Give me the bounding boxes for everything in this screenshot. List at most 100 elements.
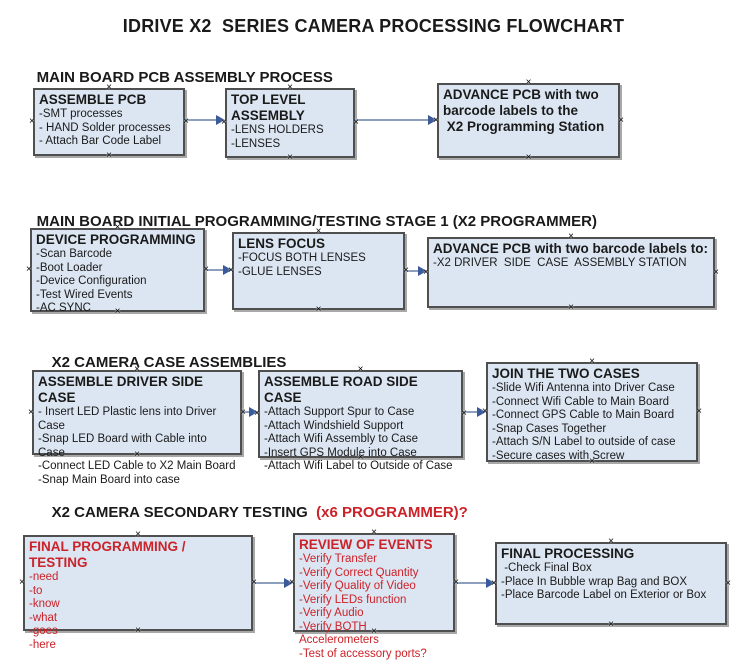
box-lines: -Check Final Box-Place In Bubble wrap Ba… [501,562,721,603]
box-title: ADVANCE PCB with two barcode labels to: [433,241,709,256]
box-line: -Place Barcode Label on Exterior or Box [501,589,707,601]
flow-box-assemble-road-side-case: ASSEMBLE ROAD SIDE CASE -Attach Support … [254,365,467,473]
box-line: -LENS HOLDERS [231,124,324,136]
flow-box-final-processing: FINAL PROCESSING -Check Final Box-Place … [491,537,731,630]
box-line: -Slide Wifi Antenna into Driver Case [492,382,675,394]
box-line: - HAND Solder processes [39,121,171,134]
box-line: -Attach Wifi Label to Outside of Case [264,460,453,472]
box-line: -here [29,638,56,651]
box-line: -Verify Correct Quantity [299,566,419,579]
box-line: -Snap Cases Together [492,422,607,435]
flow-box-join-the-two-cases: JOIN THE TWO CASES -Slide Wifi Antenna i… [482,357,702,467]
box-title: ASSEMBLE PCB [39,92,147,107]
box-line: -Connect GPS Cable to Main Board [492,409,675,421]
box-title: JOIN THE TWO CASES [492,366,640,381]
box-line: -Attach Windshield Support [264,419,404,432]
arrow-shaft [253,582,288,584]
box-line: -what [29,611,58,624]
section-header-case-assemblies: X2 CAMERA CASE ASSEMBLIES [35,337,287,388]
flow-arrow [455,578,495,588]
arrow-shaft [242,411,253,413]
connection-point-icon: × [26,264,32,275]
box-title: ASSEMBLE ROAD SIDE CASE [264,374,422,405]
box-lines: -FOCUS BOTH LENSES-GLUE LENSES [238,252,399,279]
section-header-initial-programming: MAIN BOARD INITIAL PROGRAMMING/TESTING S… [20,196,597,247]
flow-box-review-of-events: REVIEW OF EVENTS -Verify Transfer-Verify… [289,528,459,660]
box-line: -Verify Transfer [299,553,377,565]
arrow-shaft [455,582,490,584]
box-line: -Attach Support Spur to Case [264,406,415,418]
box-line: -Verify Audio [299,607,364,619]
box-title: ASSEMBLE DRIVER SIDE CASE [38,374,207,405]
connection-point-icon: × [618,114,624,126]
flow-box-final-programming-testing: FINAL PROGRAMMING / TESTING -need-to-kno… [19,530,257,651]
section-header-secondary-testing: X2 CAMERA SECONDARY TESTING (x6 PROGRAMM… [35,487,468,538]
box-lines: -Verify Transfer-Verify Correct Quantity… [299,553,449,661]
flow-arrow [205,265,232,275]
box-title: ADVANCE PCB with two barcode labels to t… [443,87,605,134]
box-lines: -Scan Barcode-Boot Loader-Device Configu… [36,248,199,316]
flow-arrow [242,407,258,417]
connection-point-icon: × [29,116,35,127]
flow-box-device-programming: DEVICE PROGRAMMING -Scan Barcode-Boot Lo… [26,223,209,317]
box-title: FINAL PROCESSING [501,546,635,561]
box-line: -Test of accessory ports? [299,647,427,660]
box-line: -LENSES [231,137,281,150]
box-line: -Attach S/N Label to outside of case [492,436,676,448]
arrow-shaft [185,119,220,121]
connection-point-icon: × [525,152,532,163]
flow-box-top-level-assembly: TOP LEVEL ASSEMBLY -LENS HOLDERS-LENSES … [221,83,359,163]
section-header-label: X2 CAMERA SECONDARY TESTING [51,504,312,521]
flow-arrow [405,266,427,276]
box-line: -Connect LED Cable to X2 Main Board [38,460,236,472]
section-header-pcb-assembly: MAIN BOARD PCB ASSEMBLY PROCESS [20,52,333,103]
connection-point-icon: × [28,406,34,418]
arrow-shaft [463,411,481,413]
box-line: -FOCUS BOTH LENSES [238,252,366,264]
box-lines: -Attach Support Spur to Case-Attach Wind… [264,406,457,474]
section-header-label: MAIN BOARD INITIAL PROGRAMMING/TESTING S… [36,213,597,230]
arrow-head-icon [428,115,437,125]
flow-box-advance-pcb-driver-side-station: ADVANCE PCB with two barcode labels to: … [423,232,719,313]
box-line: -to [29,584,43,597]
box-line: - Attach Bar Code Label [39,135,162,147]
arrow-head-icon [418,266,427,276]
connection-point-icon: × [608,619,614,630]
flowchart-title: IDRIVE X2 SERIES CAMERA PROCESSING FLOWC… [122,16,625,36]
section-header-label: X2 CAMERA CASE ASSEMBLIES [51,354,287,371]
box-line: -GLUE LENSES [238,265,322,278]
flow-arrow [355,115,437,125]
connection-point-icon: × [106,150,112,161]
box-line: -Connect Wifi Cable to Main Board [492,395,670,408]
box-line: -Verify Quality of Video [299,580,416,592]
arrow-head-icon [477,407,486,417]
connection-point-icon: × [315,304,322,315]
box-line: -Verify BOTH Accelerometers [299,620,379,647]
box-line: -Verify LEDs function [299,593,407,606]
flow-box-assemble-pcb: ASSEMBLE PCB -SMT processes- HAND Solder… [29,83,189,161]
flow-box-lens-focus: LENS FOCUS -FOCUS BOTH LENSES-GLUE LENSE… [228,227,409,315]
flow-box-advance-pcb-programming-station: ADVANCE PCB with two barcode labels to t… [433,78,624,163]
flow-box-assemble-driver-side-case: ASSEMBLE DRIVER SIDE CASE - Insert LED P… [28,365,246,486]
section-header-label-red: (x6 PROGRAMMER)? [311,504,468,521]
arrow-shaft [205,269,227,271]
arrow-head-icon [223,265,232,275]
box-title: DEVICE PROGRAMMING [36,232,196,247]
box-line: -know [29,598,60,610]
connection-point-icon: × [713,266,719,278]
box-lines: -Slide Wifi Antenna into Driver Case-Con… [492,382,692,463]
box-line: -AC SYNC [36,302,91,314]
flow-arrow [253,578,293,588]
box-line: -Snap Main Board into case [38,473,180,486]
box-line: -Device Configuration [36,275,147,287]
box-title: TOP LEVEL ASSEMBLY [231,92,309,123]
box-title: REVIEW OF EVENTS [299,537,433,552]
box-line: -X2 DRIVER SIDE CASE ASSEMBLY STATION [433,257,687,269]
box-line: -goes [29,625,58,637]
box-lines: -LENS HOLDERS-LENSES [231,124,349,151]
box-line: -need [29,571,59,583]
box-line: -Test Wired Events [36,288,133,301]
arrow-shaft [405,270,422,272]
connection-point-icon: × [725,577,731,589]
box-line: -Check Final Box [501,562,592,574]
